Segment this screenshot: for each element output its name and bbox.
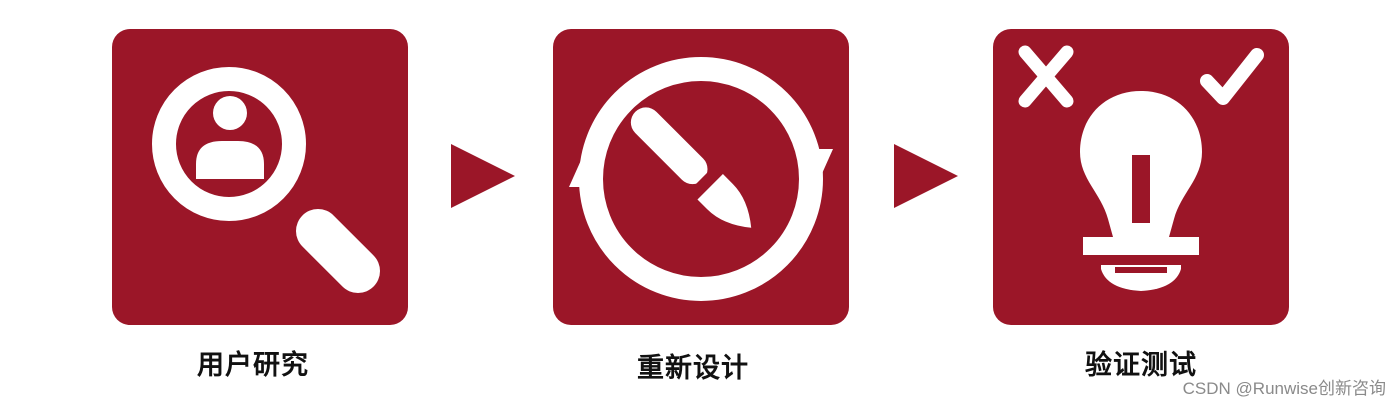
watermark: CSDN @Runwise创新咨询 [1182, 379, 1386, 398]
cross-icon [1018, 45, 1074, 108]
check-icon [1200, 48, 1264, 105]
lightbulb-check-cross-icon [993, 29, 1289, 325]
arrow-right-icon [894, 144, 958, 208]
cycle-brush-icon [553, 29, 849, 325]
step-label-user-research: 用户研究 [197, 350, 309, 381]
step-tile-redesign [553, 29, 849, 325]
magnifier-user-icon [112, 29, 408, 325]
step-label-redesign: 重新设计 [637, 353, 749, 384]
step-label-validation-test: 验证测试 [1085, 350, 1197, 381]
step-tile-user-research [112, 29, 408, 325]
arrow-right-icon [451, 144, 515, 208]
step-tile-validation-test [993, 29, 1289, 325]
